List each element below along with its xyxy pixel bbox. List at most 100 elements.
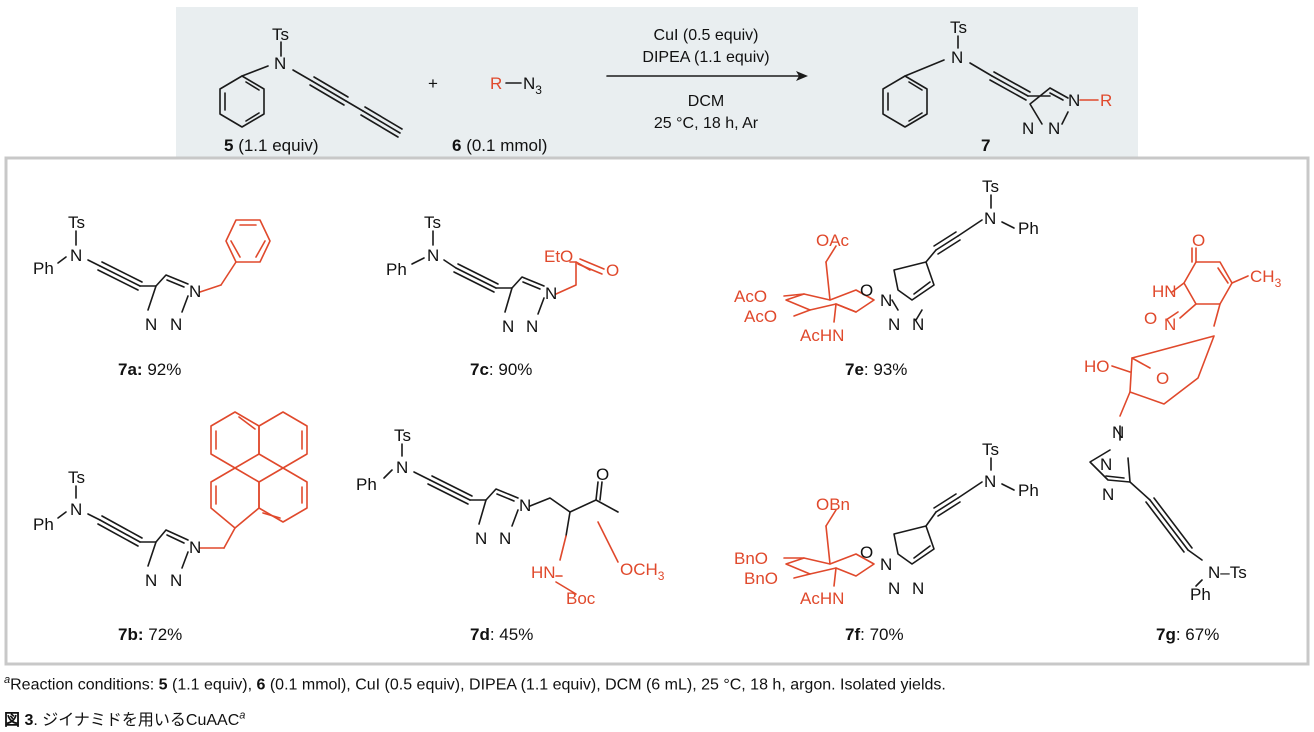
atom-ts: Ts <box>424 213 441 232</box>
sugar-7e <box>783 245 875 323</box>
caption-marker: a <box>239 709 246 722</box>
product-label-7a: 7a: 92% <box>118 360 181 379</box>
atom-n: N <box>984 472 996 491</box>
product-7-label: 7 <box>981 136 990 155</box>
atom-n: N <box>189 282 201 301</box>
atom-n: N <box>170 315 182 334</box>
structure-5 <box>219 41 403 138</box>
product-label-7b: 7b: 72% <box>118 625 182 644</box>
atom-n: N <box>1102 485 1114 504</box>
atom-n: N <box>526 317 538 336</box>
atom-ts: Ts <box>68 213 85 232</box>
figure-caption: 図 3. ジイナミドを用いるCuAACa <box>4 706 245 730</box>
structure-7a <box>57 219 271 313</box>
structure-7e <box>891 194 1015 321</box>
group-hn: HN <box>531 563 556 582</box>
atom-ph: Ph <box>1018 219 1039 238</box>
atom-n: N <box>189 538 201 557</box>
group-n-ts: N–Ts <box>1208 563 1247 582</box>
product-label-7e: 7e: 93% <box>845 360 907 379</box>
group-aco: AcO <box>734 287 767 306</box>
r-group: R <box>1100 91 1112 110</box>
atom-n: N <box>912 579 924 598</box>
atom-ph: Ph <box>386 260 407 279</box>
atom-n: N <box>912 315 924 334</box>
nucleoside-7g <box>1111 247 1249 417</box>
group-bno: BnO <box>734 549 768 568</box>
atom-n: N <box>1048 119 1060 138</box>
atom-n: N <box>145 571 157 590</box>
atom-ph: Ph <box>1190 585 1211 604</box>
caption-label: 図 3 <box>4 712 34 729</box>
group-o: O <box>596 465 609 484</box>
atom-n: N <box>427 246 439 265</box>
atom-ts: Ts <box>950 18 967 37</box>
atom-n: N <box>545 284 557 303</box>
structure-7b <box>57 485 236 569</box>
atom-n: N <box>951 48 963 67</box>
atom-n: N <box>880 291 892 310</box>
atom-n: N <box>1112 423 1124 442</box>
group-o: O <box>606 261 619 280</box>
ring-o: O <box>860 543 873 562</box>
atom-ph: Ph <box>1018 481 1039 500</box>
group-achn: AcHN <box>800 589 844 608</box>
structure-7d <box>383 443 619 595</box>
group-ch3: CH3 <box>1250 267 1282 290</box>
footnote-marker: a <box>4 674 11 686</box>
footnote: aReaction conditions: 5 (1.1 equiv), 6 (… <box>4 674 946 694</box>
azide-n: N3 <box>523 74 542 97</box>
atom-n: N <box>502 317 514 336</box>
atom-n: N <box>1068 91 1080 110</box>
condition-catalyst: CuI (0.5 equiv) <box>654 27 759 44</box>
group-eto: EtO <box>544 247 573 266</box>
group-ho: HO <box>1084 357 1110 376</box>
group-achn: AcHN <box>800 326 844 345</box>
atom-n: N <box>1100 455 1112 474</box>
atom-n: N <box>984 209 996 228</box>
product-label-7d: 7d: 45% <box>470 625 533 644</box>
caption-text: . ジイナミドを用いるCuAAC <box>33 712 240 729</box>
group-och3: OCH3 <box>620 560 665 583</box>
product-label-7g: 7g: 67% <box>1156 625 1219 644</box>
scope-frame <box>4 156 1310 666</box>
atom-ts: Ts <box>68 468 85 487</box>
ring-o: O <box>1156 369 1169 388</box>
atom-n: N <box>170 571 182 590</box>
plus-sign: + <box>428 74 438 93</box>
condition-solvent: DCM <box>688 93 724 110</box>
atom-n: N <box>888 579 900 598</box>
atom-ts: Ts <box>982 177 999 196</box>
atom-n: N <box>475 529 487 548</box>
pyrene-7b <box>210 411 308 529</box>
r-group: R <box>490 74 502 93</box>
atom-ts: Ts <box>394 426 411 445</box>
structure-7c <box>411 230 605 315</box>
group-hn: HN <box>1152 282 1177 301</box>
atom-ph: Ph <box>33 515 54 534</box>
sugar-7f <box>783 509 875 587</box>
product-label-7c: 7c: 90% <box>470 360 532 379</box>
atom-n: N <box>274 54 286 73</box>
atom-n: N <box>499 529 511 548</box>
structure-7g <box>1089 425 1203 587</box>
group-o: O <box>1144 309 1157 328</box>
atom-ph: Ph <box>356 475 377 494</box>
atom-n: N <box>70 500 82 519</box>
condition-temp: 25 °C, 18 h, Ar <box>654 115 759 132</box>
reagent-6-label: 6 (0.1 mmol) <box>452 136 547 155</box>
group-bno: BnO <box>744 569 778 588</box>
atom-ts: Ts <box>272 25 289 44</box>
reaction-scheme: Ts N 5 (1.1 equiv) + R N3 6 (0.1 mmol) C… <box>4 7 1310 666</box>
atom-n: N <box>1022 119 1034 138</box>
condition-base: DIPEA (1.1 equiv) <box>642 49 769 66</box>
atom-ph: Ph <box>33 259 54 278</box>
ring-o: O <box>860 281 873 300</box>
group-obn: OBn <box>816 495 850 514</box>
structure-7f <box>893 457 1015 565</box>
atom-n: N <box>880 555 892 574</box>
group-boc: Boc <box>566 589 596 608</box>
structure-7 <box>882 35 1099 128</box>
reagent-5-label: 5 (1.1 equiv) <box>224 136 319 155</box>
ring-n: N <box>1164 315 1176 334</box>
